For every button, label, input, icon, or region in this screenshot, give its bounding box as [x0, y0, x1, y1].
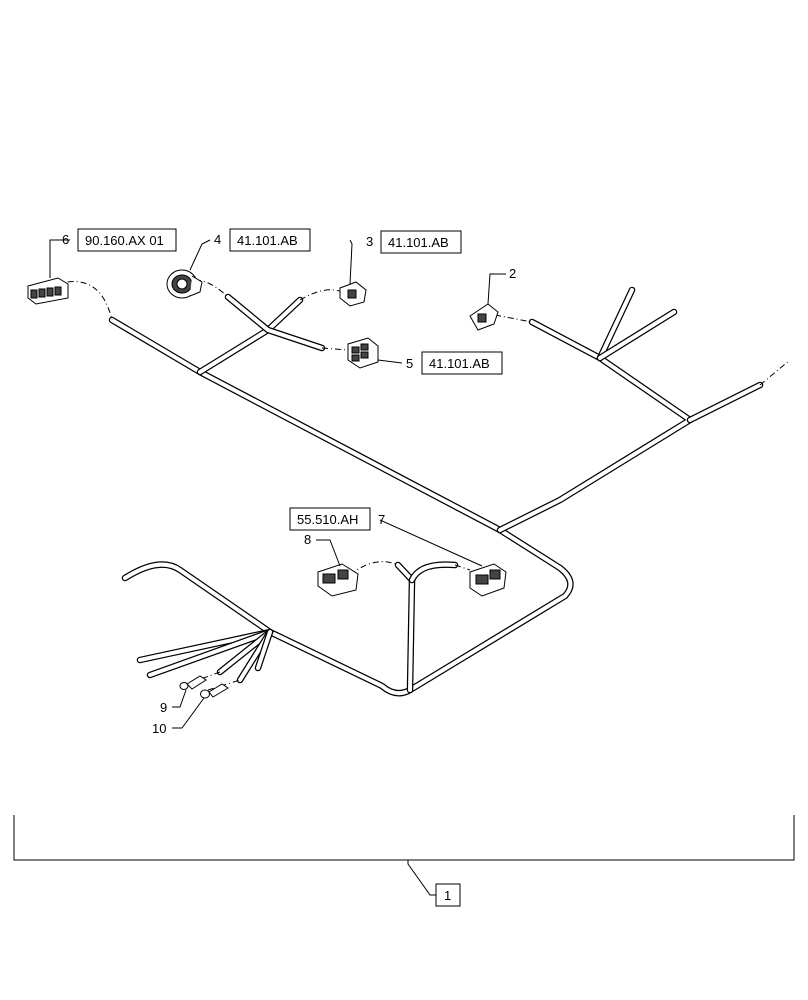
reference-box	[77, 228, 177, 252]
ring-terminal-icon[interactable]	[200, 683, 229, 699]
connector-2[interactable]	[469, 303, 499, 331]
callout-7[interactable]: 55.510.AH 7	[289, 507, 385, 531]
callout-number: 10	[152, 721, 166, 736]
connector-6[interactable]	[27, 277, 69, 305]
reference-box	[380, 230, 462, 254]
round-connector-icon[interactable]	[166, 269, 203, 299]
callout-8[interactable]: 8	[304, 532, 311, 547]
callout-1[interactable]: 1	[435, 883, 461, 907]
callout-number: 6	[62, 232, 69, 247]
reference-code: 90.160.AX 01	[85, 233, 164, 248]
phantom-lines	[54, 279, 791, 691]
callout-number: 2	[509, 266, 516, 281]
reference-box	[229, 228, 311, 252]
callout-5[interactable]: 5 41.101.AB	[406, 351, 503, 375]
callout-number: 5	[406, 356, 413, 371]
callout-2[interactable]: 2	[509, 266, 516, 281]
callout-10[interactable]: 10	[152, 721, 166, 736]
reference-code: 55.510.AH	[297, 512, 358, 527]
reference-code: 41.101.AB	[429, 356, 490, 371]
callout-number: 9	[160, 700, 167, 715]
connector-8[interactable]	[317, 563, 359, 597]
reference-box	[421, 351, 503, 375]
callout-number: 8	[304, 532, 311, 547]
callout-number: 3	[366, 234, 373, 249]
callout-number: 7	[378, 512, 385, 527]
connector-5[interactable]	[347, 337, 379, 369]
callout-4[interactable]: 4 41.101.AB	[214, 228, 311, 252]
callout-6[interactable]: 6 90.160.AX 01	[62, 228, 177, 252]
ring-terminal-icon[interactable]	[179, 675, 207, 690]
callout-9[interactable]: 9	[160, 700, 167, 715]
leader-lines	[13, 239, 795, 896]
callout-number: 1	[444, 888, 451, 903]
reference-code: 41.101.AB	[237, 233, 298, 248]
reference-box	[289, 507, 371, 531]
reference-box	[435, 883, 461, 907]
connector-3[interactable]	[339, 281, 367, 307]
reference-code: 41.101.AB	[388, 235, 449, 250]
callout-3[interactable]: 3 41.101.AB	[366, 230, 462, 254]
callout-number: 4	[214, 232, 221, 247]
harness-wires	[108, 286, 764, 697]
connector-7[interactable]	[469, 563, 507, 597]
